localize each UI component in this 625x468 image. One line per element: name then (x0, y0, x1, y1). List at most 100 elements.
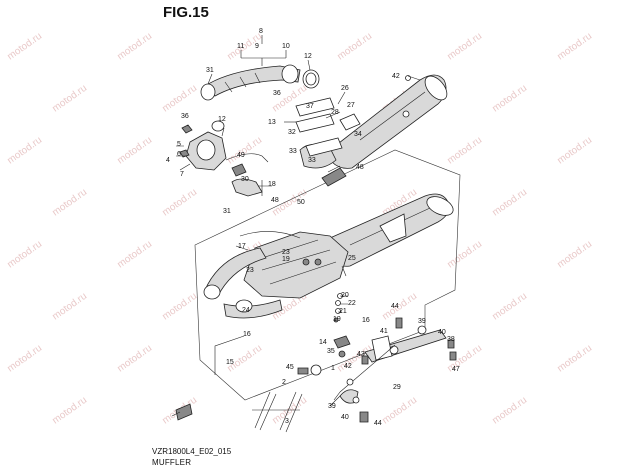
callout-27: 27 (347, 102, 355, 109)
callout-17: 17 (238, 243, 246, 250)
callout-45: 45 (286, 364, 294, 371)
watermark-text: motod.ru (490, 187, 529, 219)
callout-16: 16 (243, 331, 251, 338)
drawing-code: VZR1800L4_E02_015 (152, 447, 232, 456)
watermark-text: motod.ru (5, 135, 44, 167)
callout-11: 11 (237, 43, 244, 50)
callout-23: 23 (282, 249, 290, 256)
watermark-text: motod.ru (50, 187, 89, 219)
callout-48: 48 (356, 164, 364, 171)
callout-39: 39 (418, 318, 426, 325)
watermark-text: motod.ru (115, 31, 154, 63)
callout-8: 8 (259, 28, 263, 35)
callout-24: 24 (242, 307, 250, 314)
callout-14: 14 (319, 339, 327, 346)
watermark-text: motod.ru (555, 343, 594, 375)
callout-21: 21 (339, 308, 347, 315)
callout-32: 32 (288, 129, 296, 136)
callout-28: 28 (331, 109, 339, 116)
bolt (297, 367, 309, 375)
watermark-text: motod.ru (445, 135, 484, 167)
watermark-text: motod.ru (490, 291, 529, 323)
callout-48: 48 (271, 197, 279, 204)
watermark-text: motod.ru (50, 291, 89, 323)
watermark-text: motod.ru (490, 83, 529, 115)
callout-5: 5 (177, 141, 181, 148)
watermark-text: motod.ru (335, 31, 374, 63)
callout-36: 36 (181, 113, 189, 120)
callout-35: 35 (327, 348, 335, 355)
watermark-text: motod.ru (380, 395, 419, 427)
oxygen-sensor (231, 163, 247, 177)
callout-9: 9 (255, 43, 259, 50)
watermark-text: motod.ru (5, 343, 44, 375)
callout-2: 2 (282, 379, 286, 386)
watermark-text: motod.ru (555, 239, 594, 271)
watermark-text: motod.ru (555, 135, 594, 167)
exhaust-clamp (231, 178, 263, 197)
front-direction-arrow-icon (171, 403, 193, 421)
callout-12: 12 (304, 53, 312, 60)
callout-44: 44 (391, 303, 399, 310)
callout-23: 23 (246, 267, 254, 274)
callout-4: 4 (166, 157, 170, 164)
callout-6: 6 (177, 151, 181, 158)
callout-41: 41 (380, 328, 388, 335)
callout-49: 49 (237, 152, 245, 159)
exhaust-chamber (243, 231, 349, 299)
figure-title: FIG.15 (163, 4, 209, 21)
callout-40: 40 (438, 329, 446, 336)
watermark-text: motod.ru (445, 239, 484, 271)
muffler-bracket (295, 97, 335, 117)
watermark-text: motod.ru (115, 343, 154, 375)
front-header-pipe (203, 247, 283, 319)
leader-lines (176, 35, 421, 407)
callout-16: 16 (362, 317, 370, 324)
callout-33: 33 (308, 157, 316, 164)
watermark-text: motod.ru (50, 395, 89, 427)
callout-34: 34 (354, 131, 362, 138)
oxygen-sensor-wire (225, 153, 269, 163)
callout-39: 39 (328, 403, 336, 410)
watermark-text: motod.ru (225, 135, 264, 167)
watermark-text: motod.ru (160, 187, 199, 219)
callout-30: 30 (241, 176, 249, 183)
callout-25: 25 (348, 255, 356, 262)
callout-33: 33 (289, 148, 297, 155)
heat-protector-rods (252, 391, 303, 433)
callout-37: 37 (306, 103, 314, 110)
heat-shield-bar (239, 231, 301, 239)
callout-43: 43 (357, 351, 365, 358)
muffler-support-bracket (339, 329, 447, 404)
watermark-text: motod.ru (115, 135, 154, 167)
mounting-bolt (447, 339, 455, 349)
callout-31: 31 (206, 67, 214, 74)
watermark-text: motod.ru (5, 239, 44, 271)
callout-44: 44 (374, 420, 382, 427)
callout-36: 36 (273, 90, 281, 97)
callout-10: 10 (282, 43, 290, 50)
callout-42: 42 (392, 73, 400, 80)
callout-15: 15 (226, 359, 234, 366)
watermark-text: motod.ru (160, 83, 199, 115)
callout-19: 19 (282, 256, 290, 263)
callout-22: 22 (348, 300, 356, 307)
callout-26: 26 (341, 85, 349, 92)
exhaust-flange-assembly (179, 120, 227, 171)
front-exhaust-pipe (200, 64, 301, 101)
watermark-text: motod.ru (445, 31, 484, 63)
callout-50: 50 (297, 199, 305, 206)
watermark-text: motod.ru (270, 395, 309, 427)
watermark-text: motod.ru (50, 83, 89, 115)
callout-12: 12 (218, 116, 226, 123)
callout-47: 47 (452, 366, 460, 373)
callout-3: 3 (285, 418, 289, 425)
lower-muffler (329, 193, 454, 267)
callout-42: 42 (344, 363, 352, 370)
callout-31: 31 (223, 208, 231, 215)
callout-18: 18 (268, 181, 276, 188)
